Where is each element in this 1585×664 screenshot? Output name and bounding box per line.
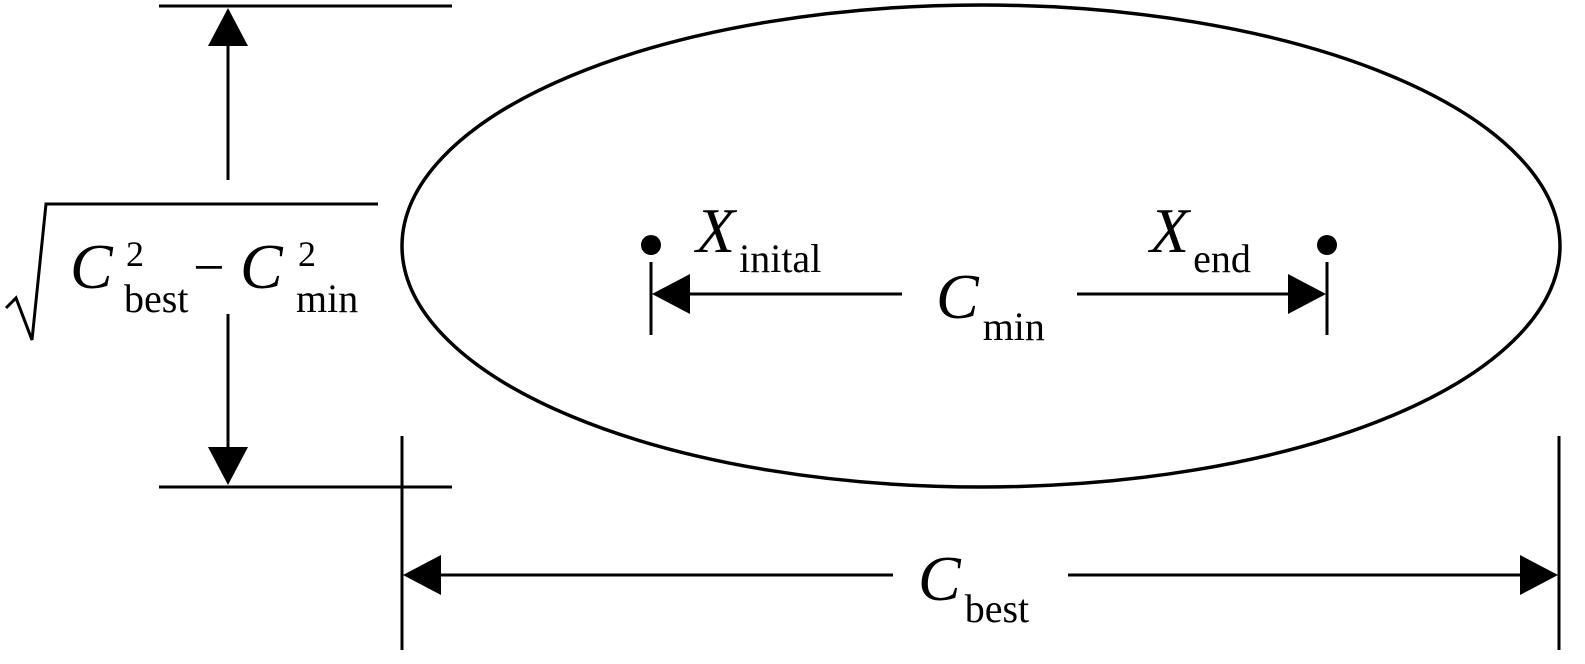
height-term1-base: C	[70, 231, 114, 302]
height-formula-operator: −	[193, 237, 225, 299]
cbest-arrow-right-head	[1520, 555, 1558, 595]
c-best-subscript: best	[965, 586, 1029, 631]
height-formula-term1-sup: 2	[126, 234, 144, 274]
c-min-base: C	[936, 261, 980, 332]
height-term2-base: C	[240, 231, 284, 302]
height-arrow-down-head	[208, 447, 248, 485]
sqrt-radical-sign	[4, 202, 378, 341]
height-arrow-up-head	[208, 8, 248, 46]
height-formula-term1: C	[70, 231, 114, 302]
c-best-base: C	[918, 543, 962, 614]
focus-point-initial	[641, 235, 661, 255]
sampling-ellipse	[400, 3, 1562, 489]
height-formula-term1-sub: best	[124, 276, 188, 321]
focus-point-end	[1317, 235, 1337, 255]
cmin-arrow-left-head	[652, 274, 690, 314]
cmin-arrow-right-head	[1288, 274, 1326, 314]
x-end-subscript: end	[1193, 236, 1251, 281]
height-formula-term2-sub: min	[296, 276, 358, 321]
height-formula-term2: C	[240, 231, 284, 302]
height-formula-term2-sup: 2	[298, 234, 316, 274]
x-initial-base: X	[693, 195, 738, 266]
cbest-arrow-left-head	[403, 555, 441, 595]
c-min-subscript: min	[983, 304, 1045, 349]
x-initial-subscript: inital	[739, 236, 821, 281]
x-end-base: X	[1147, 195, 1192, 266]
